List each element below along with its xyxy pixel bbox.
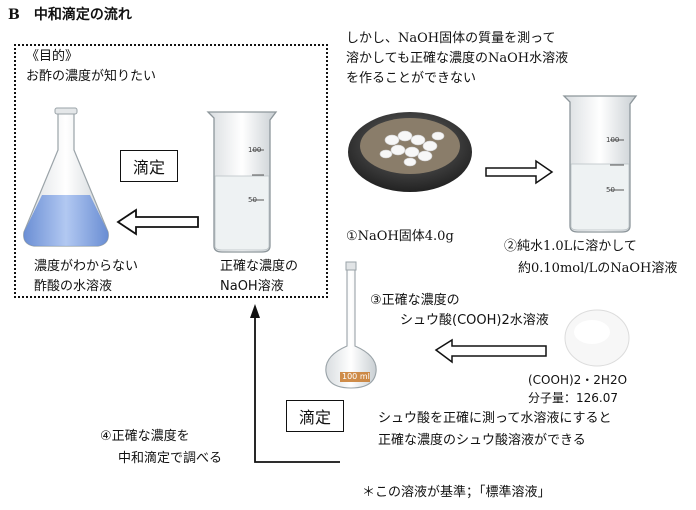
volumetric-flask-mark: 100 ml [342,372,370,381]
step4-line1: ④正確な濃度を [100,429,190,444]
left-arrow-icon [116,208,199,236]
step3-line2: シュウ酸(COOH)2水溶液 [400,313,549,328]
problem-note-line3: を作ることができない [346,71,477,86]
step1-label: ①NaOH固体4.0g [346,229,454,244]
titration-label-bottom: 滴定 [286,400,344,432]
naoh-caption-line1: 正確な濃度の [220,259,299,274]
page-title: B 中和滴定の流れ [8,7,132,23]
step2-line1: ②純水1.0Lに溶かして [504,239,637,254]
molar-mass: 分子量：126.07 [528,391,618,405]
beaker-mark-100: 100 [248,146,262,154]
oxalic-note-line2: 正確な濃度のシュウ酸溶液ができる [378,433,586,448]
beaker2-mark-100: 100 [606,136,620,144]
purpose-heading: 《目的》 [26,49,79,64]
problem-note-line2: 溶かしても正確な濃度のNaOH水溶液 [346,51,569,66]
step4-line2: 中和滴定で調べる [118,451,223,466]
right-arrow-icon [485,159,554,185]
oxalic-formula: (COOH)2・2H2O [528,373,628,387]
up-arrow-icon [250,304,260,318]
purpose-box [14,44,328,298]
oxalic-note-line1: シュウ酸を正確に測って水溶液にすると [378,411,612,426]
return-line [254,312,340,463]
beaker-icon [206,111,278,253]
beaker-mark-50: 50 [248,196,257,204]
step2-line2: 約0.10mol/LのNaOH溶液 [518,261,678,276]
naoh-caption-line2: NaOH溶液 [220,279,284,294]
problem-note-line1: しかし、NaOH固体の質量を測って [346,31,556,46]
flask-caption-line1: 濃度がわからない [34,259,139,274]
standard-solution-note: ＊この溶液が基準；「標準溶液」 [362,485,551,500]
beaker-icon [562,95,638,233]
volumetric-flask-icon [325,261,377,389]
oxalic-acid-powder-icon [564,309,630,367]
left-arrow-icon [434,338,547,364]
flask-caption-line2: 酢酸の水溶液 [34,279,113,294]
purpose-text: お酢の濃度が知りたい [26,69,157,84]
naoh-pellets-icon [348,112,472,192]
titration-label-top: 滴定 [120,150,178,182]
erlenmeyer-flask-icon [23,107,109,247]
beaker2-mark-50: 50 [606,186,615,194]
step3-line1: ③正確な濃度の [370,293,460,308]
